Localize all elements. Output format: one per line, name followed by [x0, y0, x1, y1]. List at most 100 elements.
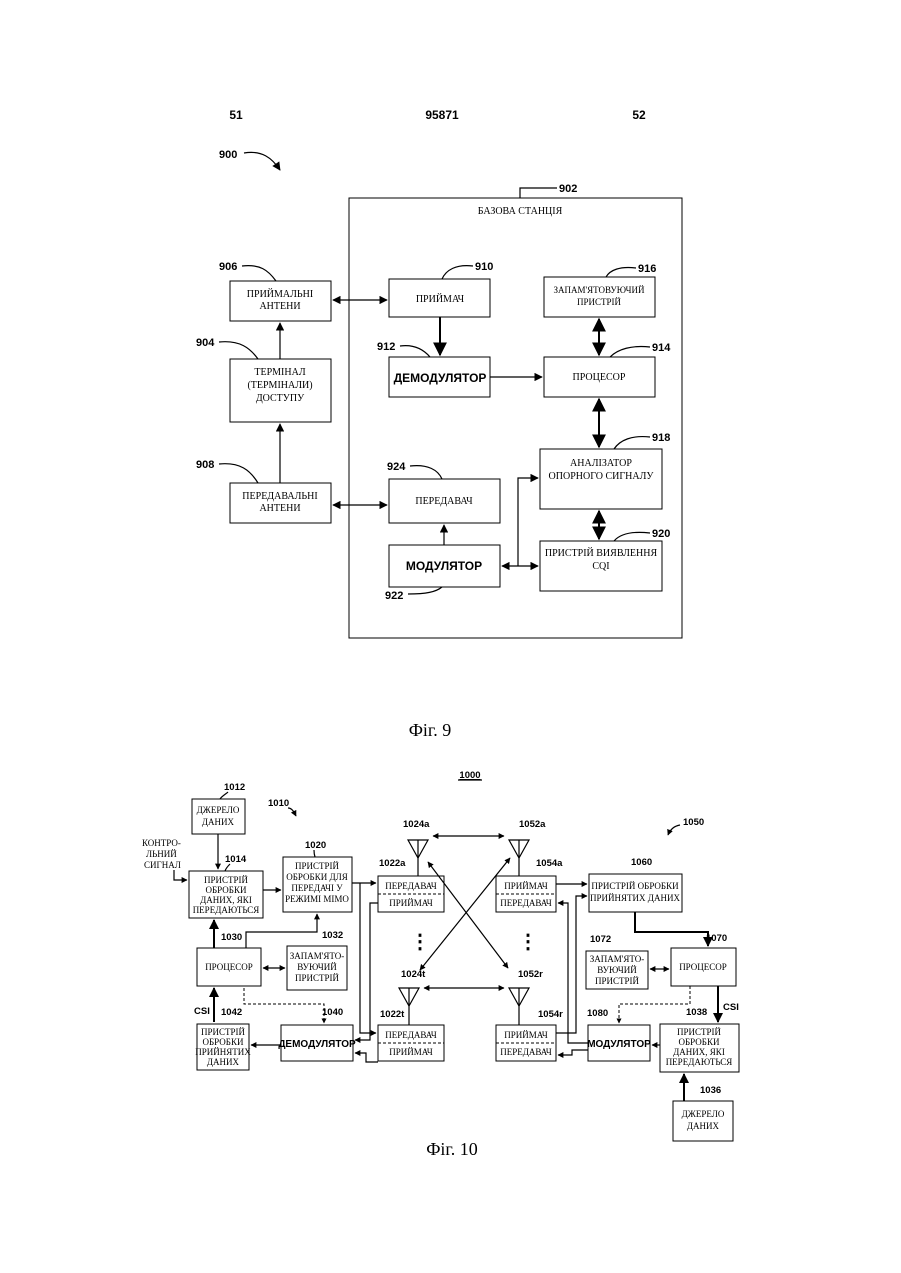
cqi-label-1: ПРИСТРІЙ ВИЯВЛЕННЯ — [545, 547, 658, 559]
ref-1054r: 1054r — [538, 1009, 563, 1020]
analyzer-label-1: АНАЛІЗАТОР — [570, 458, 632, 469]
memory-tx-label-2: ВУЮЧИЙ — [297, 962, 337, 972]
arrow-modulator-to-tmtr-r — [558, 1050, 588, 1055]
ref-1038: 1038 — [686, 1007, 707, 1018]
tx-data-processor-label-1: ПРИСТРІЙ — [204, 875, 249, 885]
ref-902-leader — [520, 188, 557, 198]
processor-rx-label: ПРОЦЕСОР — [679, 962, 727, 972]
ref-1036: 1036 — [700, 1085, 721, 1096]
ref-1050-arrow — [668, 825, 680, 835]
patent-number: 95871 — [425, 108, 459, 122]
page-number-left: 51 — [229, 108, 243, 122]
ref-916: 916 — [638, 263, 656, 275]
ref-1020-leader — [314, 850, 315, 857]
ref-920-leader — [614, 532, 650, 541]
tx-chains-ellipsis: ⋮ — [410, 931, 430, 953]
ref-1022t: 1022t — [380, 1009, 405, 1020]
ref-908: 908 — [196, 459, 214, 471]
ref-1012-leader — [220, 792, 228, 799]
ref-908-leader — [219, 464, 258, 483]
ref-1014: 1014 — [225, 854, 247, 865]
processor-label: ПРОЦЕСОР — [573, 372, 626, 383]
figure-9-caption: Фіг. 9 — [409, 720, 452, 740]
control-signal-label-3: СИГНАЛ — [144, 860, 181, 870]
receive-antennas-label-2: АНТЕНИ — [259, 301, 300, 312]
arrow-mimo-to-tmtr-t — [360, 883, 376, 1033]
transmit-antennas-label-1: ПЕРЕДАВАЛЬНІ — [242, 491, 317, 502]
transceiver-1022t-tx-label: ПЕРЕДАВАЧ — [385, 1030, 437, 1040]
memory-rx-label-1: ЗАПАМ'ЯТО- — [590, 954, 645, 964]
ref-1020: 1020 — [305, 840, 326, 851]
receive-antennas-label-1: ПРИЙМАЛЬНІ — [247, 288, 313, 300]
tx-mimo-processor-label-1: ПРИСТРІЙ — [295, 861, 340, 871]
rx-data-processor-label-1: ПРИСТРІЙ ОБРОБКИ — [591, 881, 679, 891]
memory-rx-label-3: ПРИСТРІЙ — [595, 976, 640, 986]
figure-10: 1000 1010 ДЖЕРЕЛО ДАНИХ 1012 КОНТРО- ЛЬН… — [142, 770, 739, 1159]
ref-1052r: 1052r — [518, 969, 543, 980]
base-station-label: БАЗОВА СТАНЦІЯ — [478, 206, 563, 217]
tx-data-processor-rx-label-4: ПЕРЕДАЮТЬСЯ — [666, 1057, 733, 1067]
figure-10-caption: Фіг. 10 — [426, 1139, 478, 1159]
transmit-antennas-label-2: АНТЕНИ — [259, 503, 300, 514]
transmitter-label: ПЕРЕДАВАЧ — [415, 496, 473, 507]
data-source-tx-label-2: ДАНИХ — [202, 817, 235, 827]
processor-tx-label: ПРОЦЕСОР — [205, 962, 253, 972]
ref-906: 906 — [219, 261, 237, 273]
tx-data-processor-rx-label-3: ДАНИХ, ЯКІ — [673, 1047, 725, 1057]
ref-1080: 1080 — [587, 1008, 608, 1019]
tx-data-processor-rx-label-1: ПРИСТРІЙ — [677, 1027, 722, 1037]
ref-912: 912 — [377, 341, 395, 353]
ref-1072: 1072 — [590, 934, 611, 945]
ref-924: 924 — [387, 461, 406, 473]
csi-right-label: CSI — [723, 1002, 739, 1013]
tx-data-processor-rx-label-2: ОБРОБКИ — [679, 1037, 720, 1047]
arrow-rcvr-a-to-demod — [355, 903, 378, 1040]
tx-mimo-processor-label-2: ОБРОБКИ ДЛЯ — [286, 872, 347, 882]
tx-mimo-processor-label-4: РЕЖИМІ MIMO — [285, 894, 349, 904]
arrow-control-signal — [174, 870, 187, 880]
memory-tx-label-3: ПРИСТРІЙ — [295, 973, 340, 983]
ref-904: 904 — [196, 337, 215, 349]
figure-9: 900 БАЗОВА СТАНЦІЯ 902 ПРИЙМАЛЬНІ АНТЕНИ… — [196, 149, 682, 740]
ref-1060: 1060 — [631, 857, 652, 868]
ref-914: 914 — [652, 342, 671, 354]
memory-rx-label-2: ВУЮЧИЙ — [597, 965, 637, 975]
transceiver-1054a-rx-label: ПРИЙМАЧ — [504, 881, 548, 891]
rx-chains-ellipsis: ⋮ — [518, 931, 538, 953]
data-source-tx-label-1: ДЖЕРЕЛО — [197, 805, 240, 815]
ref-1054a: 1054a — [536, 858, 563, 869]
ref-918: 918 — [652, 432, 670, 444]
memory-label-2: ПРИСТРІЙ — [577, 297, 622, 307]
data-source-rx-label-1: ДЖЕРЕЛО — [682, 1109, 725, 1119]
memory-label-1: ЗАПАМ'ЯТОВУЮЧИЙ — [554, 285, 645, 295]
rx-data-processor-label-2: ПРИЙНЯТИХ ДАНИХ — [590, 893, 680, 903]
rx-data-processor-tx-label-3: ПРИЙНЯТИХ — [195, 1047, 251, 1057]
ref-1030: 1030 — [221, 932, 242, 943]
ref-1052a: 1052a — [519, 819, 546, 830]
transceiver-1022a-rx-label: ПРИЙМАЧ — [389, 898, 433, 908]
ref-920: 920 — [652, 528, 670, 540]
access-terminal-label-2: (ТЕРМІНАЛИ) — [247, 380, 312, 391]
ref-1032: 1032 — [322, 930, 343, 941]
ref-906-leader — [242, 266, 276, 281]
ref-910: 910 — [475, 261, 493, 273]
tx-mimo-processor-label-3: ПЕРЕДАЧІ У — [291, 883, 343, 893]
page-number-right: 52 — [632, 108, 646, 122]
transceiver-1054a-tx-label: ПЕРЕДАВАЧ — [500, 898, 552, 908]
arrow-rcvr-t-to-demod — [355, 1053, 378, 1062]
transceiver-1054r-rx-label: ПРИЙМАЧ — [504, 1030, 548, 1040]
arrow-rx-proc-to-processor-rx — [635, 912, 708, 946]
dashed-processor-to-demodulator — [244, 988, 324, 1023]
arrow-modulator-analyzer — [518, 478, 538, 566]
ref-1070: 1070 — [706, 933, 727, 944]
ref-1024a: 1024a — [403, 819, 430, 830]
memory-tx-label-1: ЗАПАМ'ЯТО- — [290, 951, 345, 961]
ref-1012: 1012 — [224, 782, 245, 793]
ref-1050: 1050 — [683, 817, 704, 828]
ref-918-leader — [614, 437, 650, 449]
access-terminal-label-3: ДОСТУПУ — [256, 393, 305, 404]
transceiver-1022t-rx-label: ПРИЙМАЧ — [389, 1047, 433, 1057]
access-terminal-label-1: ТЕРМІНАЛ — [254, 367, 305, 378]
ref-1010-arrow — [288, 808, 296, 816]
